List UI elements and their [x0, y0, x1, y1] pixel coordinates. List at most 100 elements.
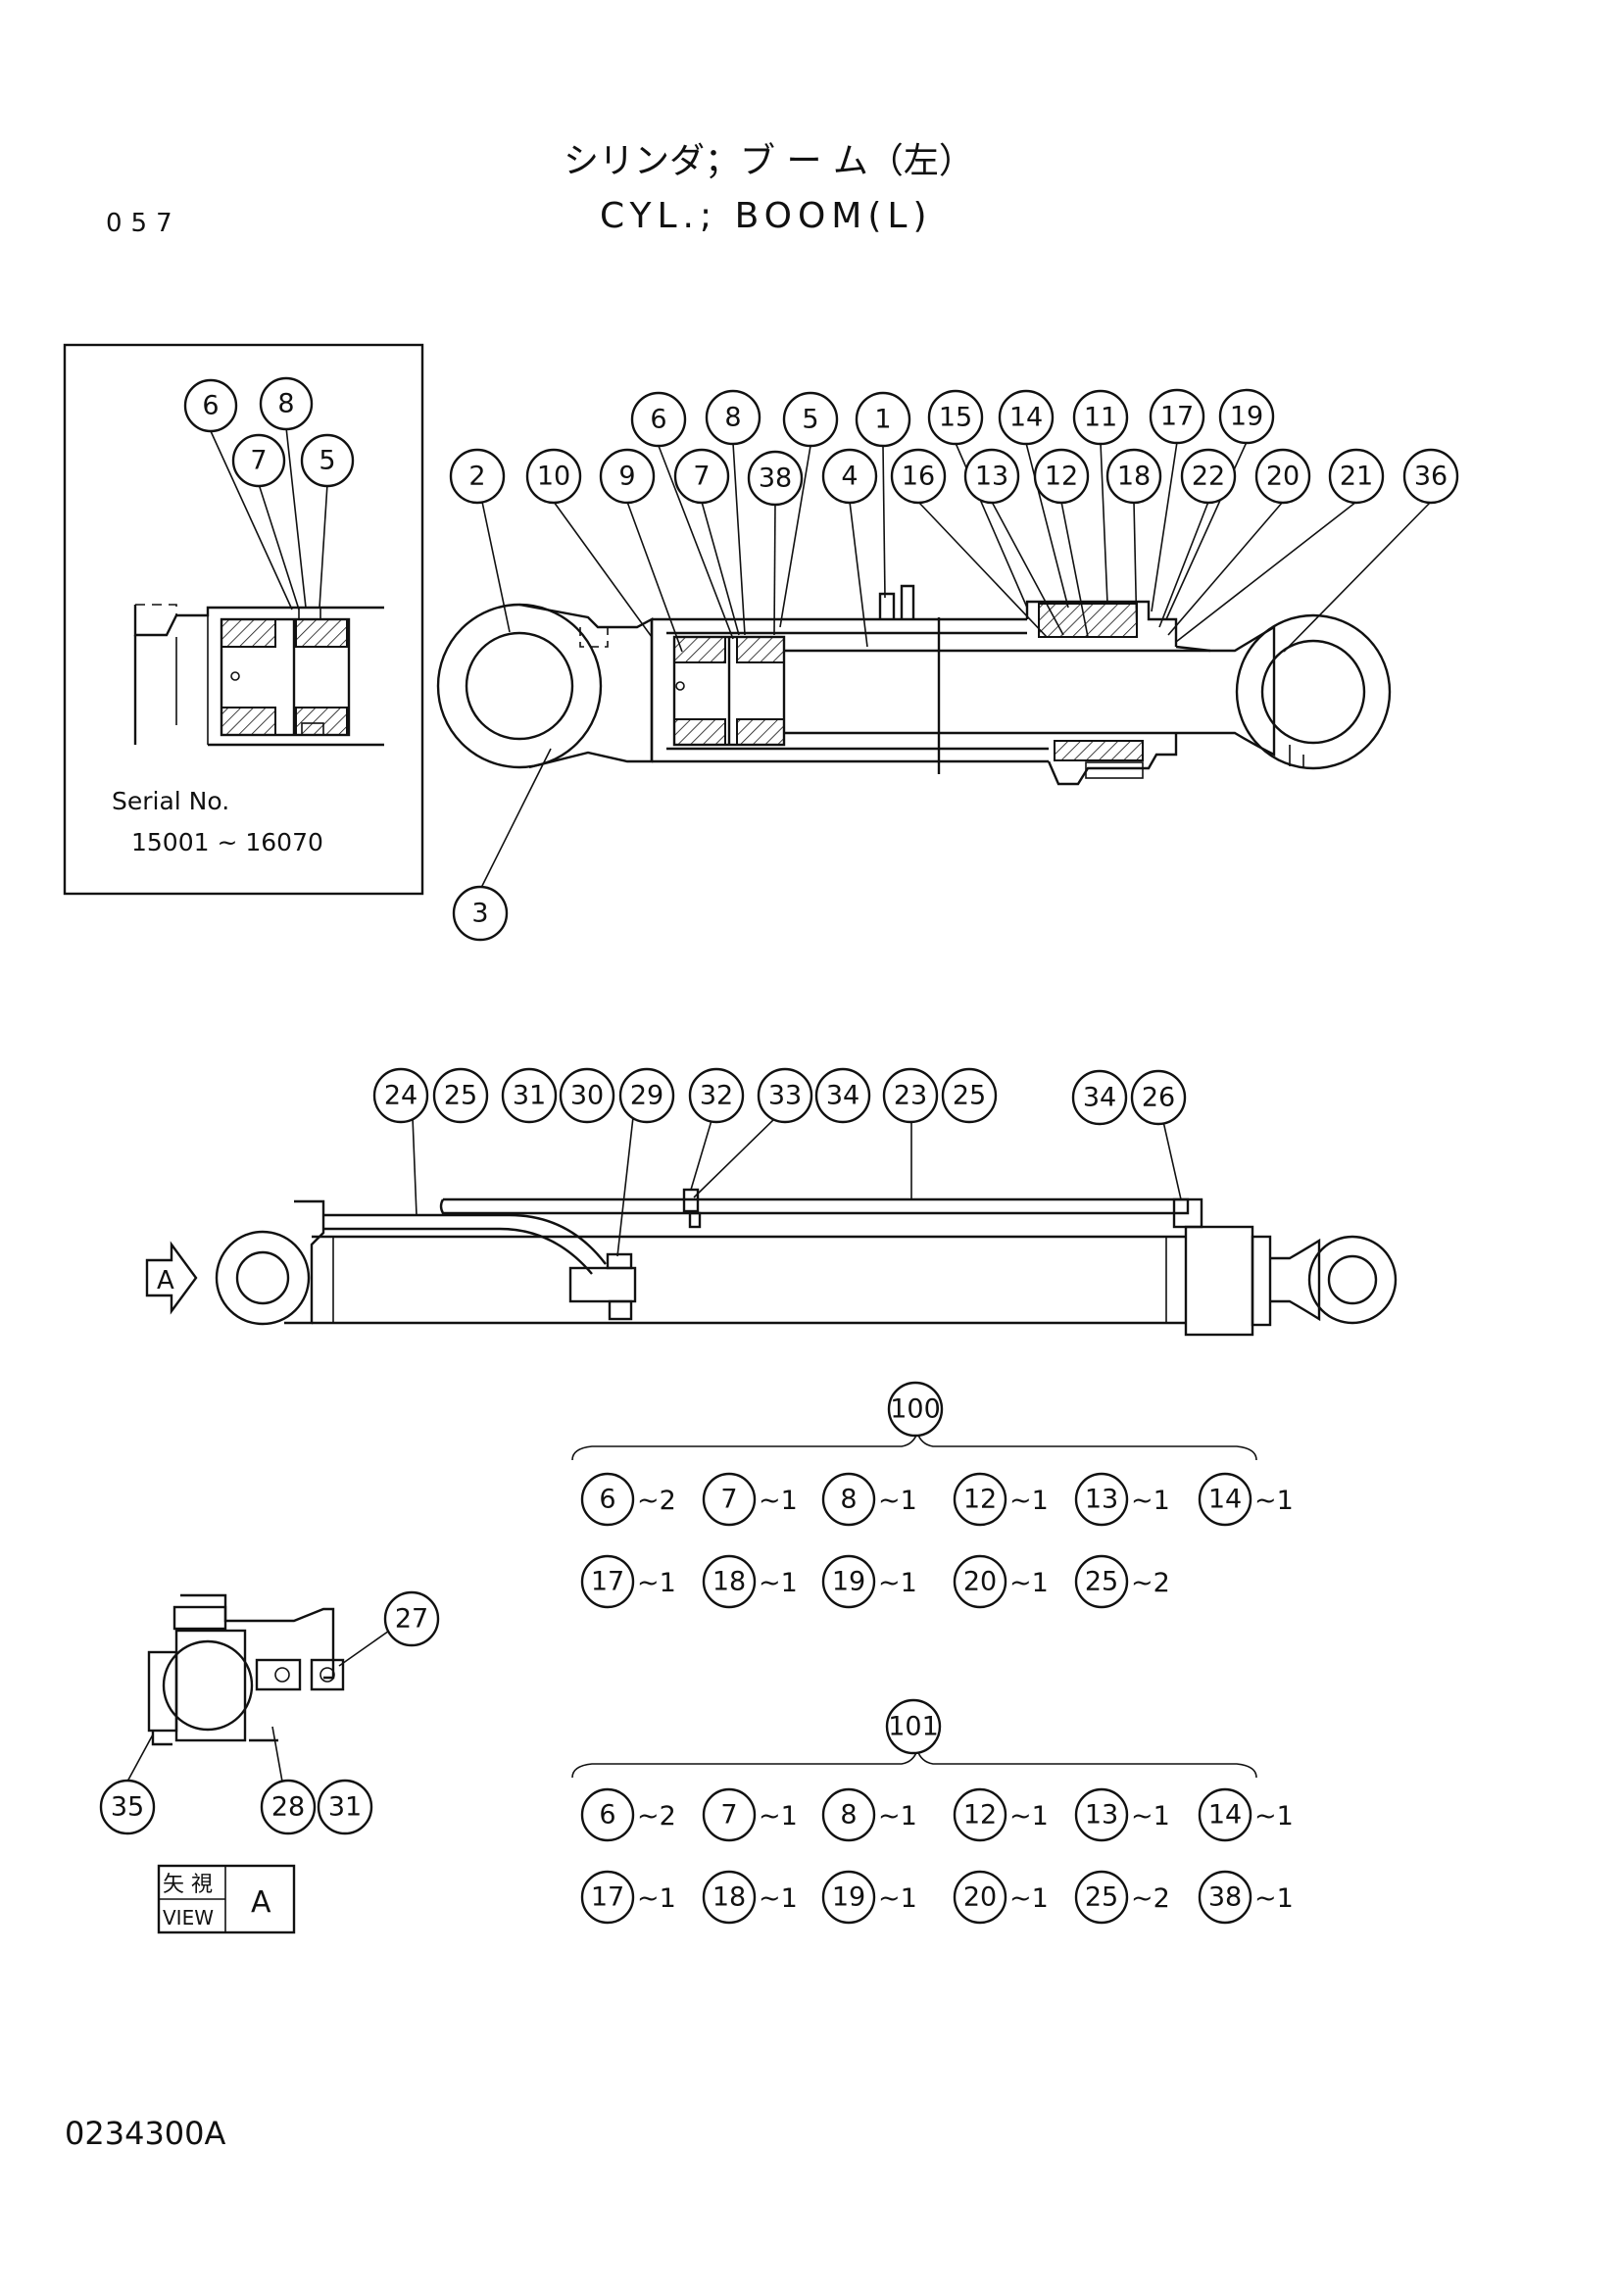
- kit-part-number: 14: [1208, 1800, 1242, 1831]
- callout-23: 23: [882, 1067, 939, 1124]
- kit-id-label: 100: [890, 1394, 941, 1425]
- kit-part-number: 18: [712, 1882, 746, 1913]
- kit-part-callout: 8: [821, 1472, 876, 1527]
- callout-21: 21: [1328, 448, 1385, 505]
- kit-part-quantity: ~1: [878, 1883, 917, 1914]
- detail-inset: 6 8 7 5 Serial No. 15001 ~ 16070: [63, 343, 424, 896]
- kit-part-callout: 7: [702, 1787, 757, 1842]
- callout-7: 7: [673, 448, 730, 505]
- serial-label: Serial No.: [112, 787, 229, 815]
- kit-part-number: 19: [832, 1567, 865, 1597]
- callout-32: 32: [688, 1067, 745, 1124]
- kit-part-number: 6: [599, 1485, 615, 1515]
- kit-part-callout: 13: [1074, 1787, 1129, 1842]
- view-label-english: VIEW: [163, 1906, 214, 1930]
- detail-inset-frame: [63, 343, 424, 896]
- callout-label: 10: [537, 462, 570, 492]
- kit-part-quantity: ~1: [1131, 1486, 1170, 1516]
- view-a-detail: 27 35 28 31 矢 視 VIEW A: [99, 1590, 440, 1934]
- kit-part-quantity: ~1: [759, 1883, 798, 1914]
- kit-part-number: 7: [720, 1485, 737, 1515]
- callout-6: 6: [183, 378, 238, 433]
- callout-label: 9: [618, 462, 635, 492]
- callout-28: 28: [260, 1779, 317, 1835]
- callout-label: 35: [111, 1792, 144, 1823]
- kit-part-quantity: ~2: [1131, 1568, 1170, 1598]
- callout-2: 2: [449, 448, 506, 505]
- kit-part-callout: 6: [580, 1787, 635, 1842]
- callout-label: 17: [1160, 402, 1194, 432]
- kit-part-callout: 19: [821, 1554, 876, 1609]
- callout-label: 5: [802, 405, 818, 435]
- kit-part-quantity: ~1: [1131, 1801, 1170, 1832]
- callout-4: 4: [821, 448, 878, 505]
- kit-part-callout: 17: [580, 1554, 635, 1609]
- kit-part-number: 17: [591, 1882, 624, 1913]
- kit-part-quantity: ~1: [637, 1883, 676, 1914]
- callout-33: 33: [757, 1067, 813, 1124]
- kit-part-quantity: ~1: [1009, 1486, 1049, 1516]
- kit-part-callout: 20: [953, 1870, 1007, 1925]
- callout-25: 25: [432, 1067, 489, 1124]
- kit-part-callout: 7: [702, 1472, 757, 1527]
- kit-part-number: 14: [1208, 1485, 1242, 1515]
- callout-1: 1: [855, 391, 911, 448]
- kit-part-number: 8: [840, 1800, 857, 1831]
- kit-part-quantity: ~1: [1009, 1801, 1049, 1832]
- callout-label: 12: [1045, 462, 1078, 492]
- kit-part-callout: 14: [1198, 1787, 1252, 1842]
- callout-15: 15: [927, 389, 984, 446]
- callout-label: 5: [319, 446, 335, 476]
- callout-8: 8: [705, 389, 761, 446]
- kit-part-callout: 18: [702, 1554, 757, 1609]
- callout-label: 30: [570, 1081, 604, 1111]
- kit-part-quantity: ~1: [759, 1801, 798, 1832]
- cylinder-external-view: A 24 25 31: [145, 1067, 1398, 1337]
- callout-label: 16: [902, 462, 935, 492]
- cylinder-section-view: 6 8 5 1 15 14 11 17 19 2 10 9 7 38 4 16 …: [436, 388, 1459, 942]
- callout-label: 34: [826, 1081, 859, 1111]
- view-arrow-letter: A: [157, 1266, 174, 1295]
- callout-14: 14: [998, 389, 1055, 446]
- callout-label: 29: [630, 1081, 663, 1111]
- callout-16: 16: [890, 448, 947, 505]
- kit-part-callout: 6: [580, 1472, 635, 1527]
- callout-label: 6: [650, 405, 666, 435]
- callout-26: 26: [1130, 1069, 1187, 1126]
- callout-34: 34: [1071, 1069, 1128, 1126]
- callout-12: 12: [1033, 448, 1090, 505]
- kit-part-number: 6: [599, 1800, 615, 1831]
- callout-25: 25: [941, 1067, 998, 1124]
- kit-part-quantity: ~2: [637, 1486, 676, 1516]
- callout-label: 28: [271, 1792, 305, 1823]
- callout-label: 31: [328, 1792, 362, 1823]
- kit-part-number: 20: [963, 1567, 997, 1597]
- kit-id-callout: 101: [885, 1698, 942, 1755]
- callout-label: 24: [384, 1081, 417, 1111]
- kit-part-number: 25: [1085, 1567, 1118, 1597]
- callout-19: 19: [1218, 388, 1275, 445]
- callout-label: 7: [250, 446, 267, 476]
- callout-9: 9: [599, 448, 656, 505]
- callout-label: 27: [395, 1604, 428, 1635]
- callout-20: 20: [1254, 448, 1311, 505]
- kit-part-quantity: ~1: [637, 1568, 676, 1598]
- kit-part-quantity: ~1: [1254, 1486, 1294, 1516]
- kit-part-number: 13: [1085, 1485, 1118, 1515]
- callout-6: 6: [630, 391, 687, 448]
- callout-30: 30: [559, 1067, 615, 1124]
- callout-8: 8: [259, 376, 314, 431]
- kit-part-callout: 19: [821, 1870, 876, 1925]
- kit-part-quantity: ~1: [878, 1486, 917, 1516]
- callout-label: 32: [700, 1081, 733, 1111]
- callout-17: 17: [1149, 388, 1205, 445]
- kit-part-quantity: ~1: [878, 1801, 917, 1832]
- callout-label: 33: [768, 1081, 802, 1111]
- kit-part-number: 7: [720, 1800, 737, 1831]
- drawing-code: 0234300A: [65, 2115, 226, 2152]
- kit-part-callout: 8: [821, 1787, 876, 1842]
- callout-label: 19: [1230, 402, 1263, 432]
- kit-part-number: 19: [832, 1882, 865, 1913]
- title-japanese: シリンダ；ブ ー ム（左）: [564, 141, 974, 181]
